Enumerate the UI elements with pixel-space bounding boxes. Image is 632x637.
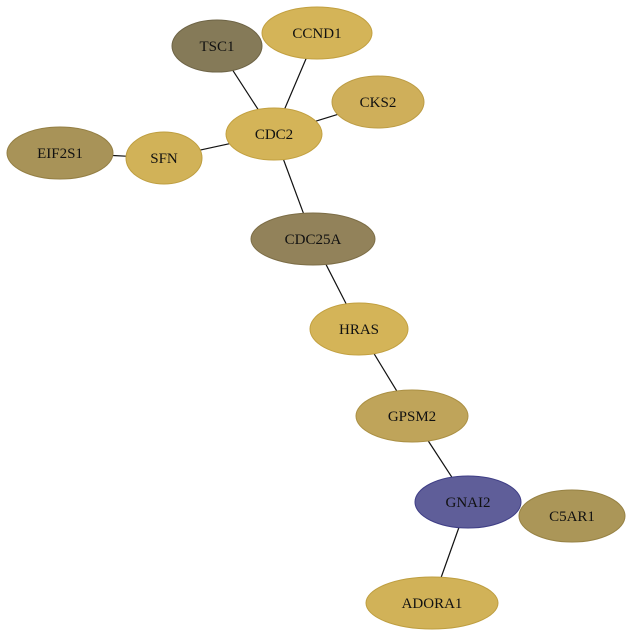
edge-sfn-cdc2 [200, 143, 230, 151]
node-cdc2[interactable]: CDC2 [225, 107, 323, 161]
node-shape-hras [309, 302, 409, 356]
node-label-ccnd1: CCND1 [292, 26, 341, 42]
node-label-adora1: ADORA1 [402, 596, 463, 612]
edge-cks2-cdc2 [315, 113, 338, 122]
node-gnai2[interactable]: GNAI2 [414, 475, 522, 529]
edge-gpsm2-gnai2 [427, 440, 453, 478]
node-label-gnai2: GNAI2 [446, 495, 491, 511]
node-shape-cdc25a [250, 212, 376, 266]
node-shape-sfn [125, 131, 203, 185]
edge-cdc2-cdc25a [282, 159, 305, 214]
edge-gnai2-adora1 [440, 527, 460, 578]
node-shape-gnai2 [414, 475, 522, 529]
node-shape-tsc1 [171, 19, 263, 73]
node-eif2s1[interactable]: EIF2S1 [6, 126, 114, 180]
edge-tsc1-cdc2 [232, 70, 259, 110]
node-shape-cks2 [331, 75, 425, 129]
node-shape-cdc2 [225, 107, 323, 161]
node-shape-gpsm2 [355, 389, 469, 443]
node-adora1[interactable]: ADORA1 [365, 576, 499, 630]
node-gpsm2[interactable]: GPSM2 [355, 389, 469, 443]
edge-cdc25a-hras [325, 264, 347, 305]
edge-eif2s1-sfn [112, 154, 127, 157]
node-cdc25a[interactable]: CDC25A [250, 212, 376, 266]
node-shape-ccnd1 [261, 6, 373, 60]
edge-layer [112, 58, 460, 578]
node-label-cks2: CKS2 [360, 95, 397, 111]
node-label-sfn: SFN [150, 151, 178, 167]
node-label-c5ar1: C5AR1 [549, 509, 595, 525]
node-shape-eif2s1 [6, 126, 114, 180]
node-label-tsc1: TSC1 [199, 39, 234, 55]
node-label-gpsm2: GPSM2 [388, 409, 436, 425]
node-cks2[interactable]: CKS2 [331, 75, 425, 129]
node-label-cdc25a: CDC25A [285, 232, 342, 248]
node-sfn[interactable]: SFN [125, 131, 203, 185]
node-tsc1[interactable]: TSC1 [171, 19, 263, 73]
node-hras[interactable]: HRAS [309, 302, 409, 356]
node-label-cdc2: CDC2 [255, 127, 293, 143]
node-label-eif2s1: EIF2S1 [37, 146, 83, 162]
node-c5ar1[interactable]: C5AR1 [518, 489, 626, 543]
node-shape-c5ar1 [518, 489, 626, 543]
node-label-hras: HRAS [339, 322, 379, 338]
edge-ccnd1-cdc2 [284, 58, 307, 109]
node-ccnd1[interactable]: CCND1 [261, 6, 373, 60]
edge-hras-gpsm2 [373, 353, 398, 392]
node-shape-adora1 [365, 576, 499, 630]
